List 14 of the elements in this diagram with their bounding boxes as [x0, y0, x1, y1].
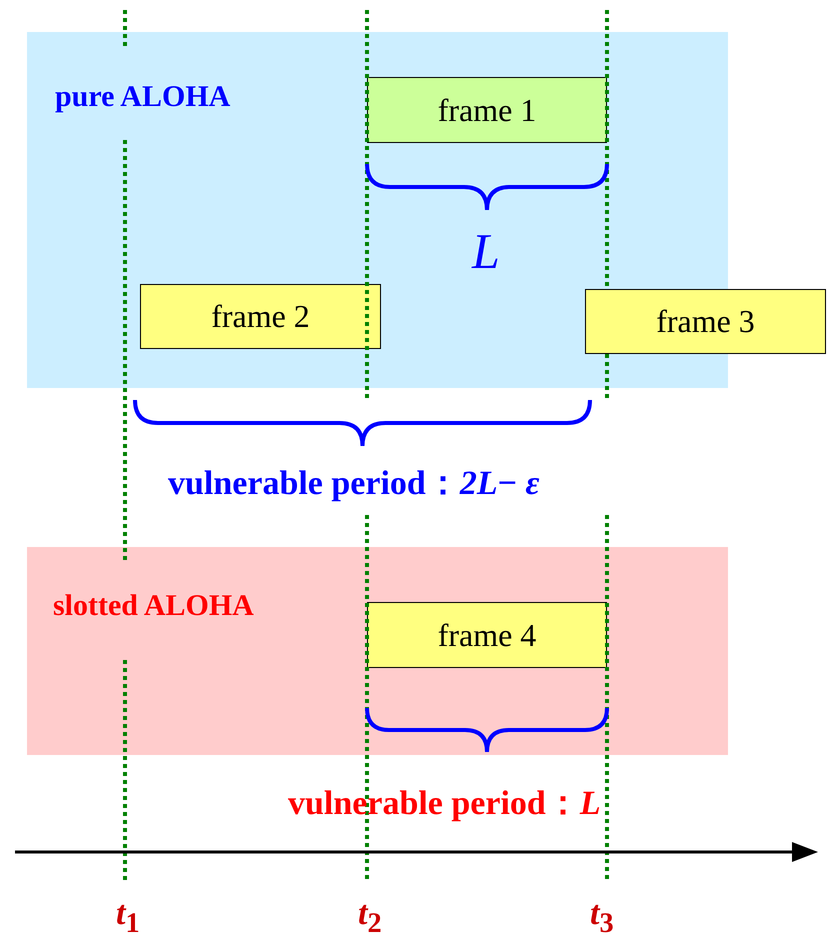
vulnerable-period-label: vulnerable period：2L− ε — [168, 464, 540, 504]
band-title: pure ALOHA — [55, 80, 230, 114]
frame-box: frame 1 — [367, 77, 607, 143]
protocol-band — [27, 547, 728, 755]
time-label: t$_{1}$ — [116, 895, 140, 940]
frame-box: frame 4 — [367, 602, 607, 668]
band-title: slotted ALOHA — [53, 589, 254, 623]
frame-box: frame 3 — [585, 289, 826, 354]
time-label: t$_{2}$ — [358, 895, 382, 940]
vulnerable-period-label: vulnerable period：L — [288, 784, 601, 824]
duration-label: L — [472, 222, 500, 280]
time-label: t$_{3}$ — [590, 895, 614, 940]
frame-box: frame 2 — [140, 284, 381, 349]
protocol-band — [27, 32, 728, 388]
